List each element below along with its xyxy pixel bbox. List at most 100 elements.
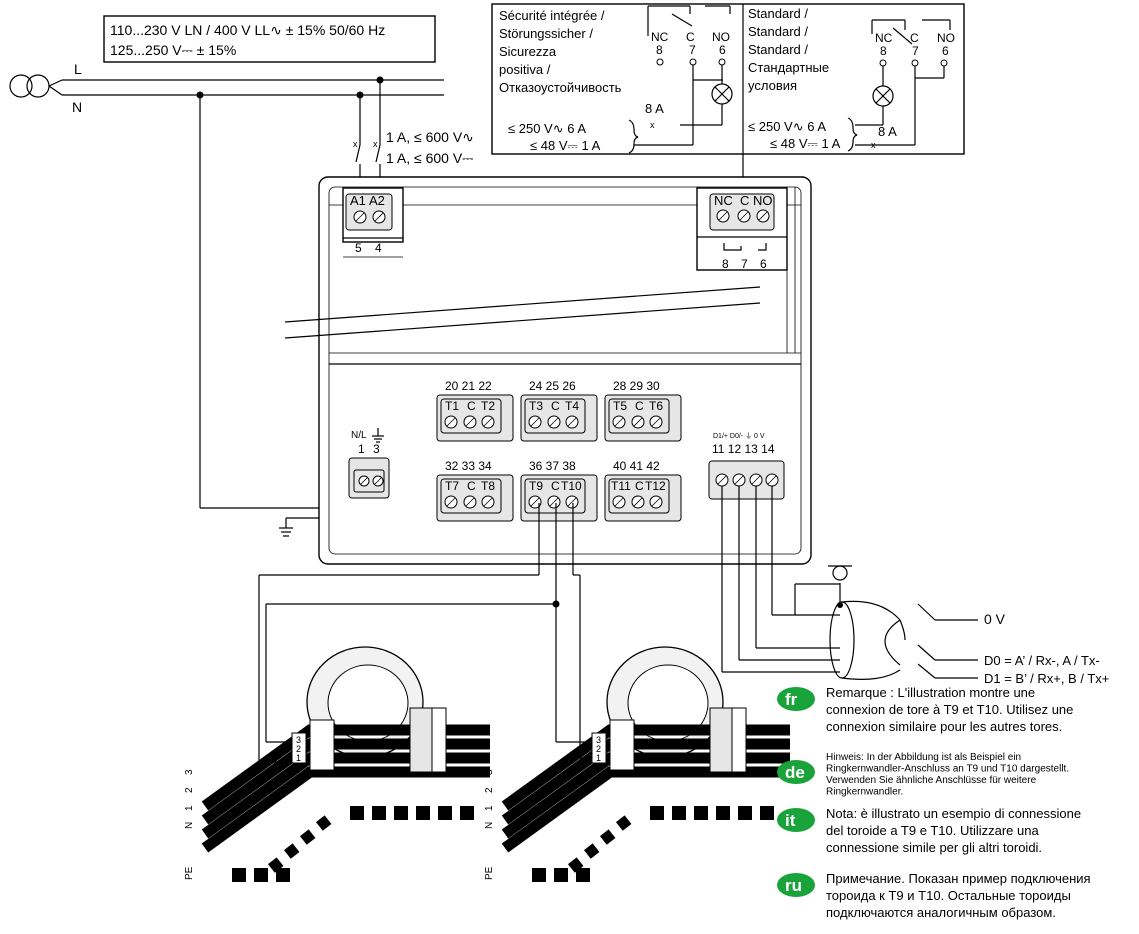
comm-header: D1/+ D0/- ⏚ 0 V	[713, 432, 765, 440]
toroid-pin: 3	[296, 735, 301, 745]
svg-text:7: 7	[741, 257, 748, 271]
block-label: C	[467, 399, 476, 413]
conductor-label: 2	[184, 787, 195, 793]
terminal-a1: A1	[350, 193, 366, 208]
earth-ground-icon	[279, 527, 293, 537]
block-label: C	[551, 479, 560, 493]
fuse-ac-rating: 1 A, ≤ 600 V∿	[386, 129, 474, 145]
failsafe-label-de: Störungssicher /	[499, 26, 593, 41]
toroid-pin: 1	[296, 753, 301, 763]
transformer-icon	[9, 74, 63, 98]
block-label: T2	[481, 399, 495, 413]
block-label: T12	[645, 479, 666, 493]
note-it: it Nota: è illustrato un esempio di conne…	[777, 806, 1081, 855]
block-numbers: 28 29 30	[613, 379, 660, 393]
toroid-pin: 2	[296, 744, 301, 754]
standard-dc: ≤ 48 V⎓ 1 A	[770, 136, 841, 151]
flag-ru-code: ru	[785, 876, 802, 895]
standard-label-ru1: Стандартные	[748, 60, 829, 75]
line-n-label: N	[72, 99, 82, 115]
block-label: T9	[529, 479, 543, 493]
conductor-label: 3	[184, 769, 195, 775]
note-line: connessione simile per gli altri toroidi…	[826, 840, 1042, 855]
svg-text:x: x	[650, 120, 655, 130]
svg-text:6: 6	[942, 44, 949, 58]
supply-spec-box: 110...230 V LN / 400 V LL∿ ± 15% 50/60 H…	[103, 15, 436, 63]
block-label: T3	[529, 399, 543, 413]
failsafe-label-fr: Sécurité intégrée /	[499, 8, 605, 23]
supply-spec-dc: 125...250 V⎓ ± 15%	[110, 42, 236, 58]
svg-text:NC: NC	[714, 193, 733, 208]
note-line: Remarque : L'illustration montre une	[826, 685, 1035, 700]
terminal-4: 4	[375, 241, 382, 255]
block-numbers: 20 21 22	[445, 379, 492, 393]
block-label: C	[551, 399, 560, 413]
svg-text:x: x	[353, 139, 358, 149]
svg-text:6: 6	[760, 257, 767, 271]
standard-ac: ≤ 250 V∿ 6 A	[748, 119, 826, 134]
svg-text:NO: NO	[753, 193, 773, 208]
note-line: Ringkernwandler.	[826, 787, 903, 798]
svg-text:6: 6	[719, 43, 726, 57]
note-line: Nota: è illustrato un esempio di conness…	[826, 806, 1081, 821]
conductor-label: N	[484, 822, 495, 829]
svg-text:3: 3	[373, 442, 380, 456]
toroid-pin: 3	[596, 735, 601, 745]
comm-terminal: D1/+ D0/- ⏚ 0 V 11 12 13 14	[708, 432, 785, 500]
note-line: connexion similaire pour les autres tore…	[826, 719, 1062, 734]
svg-text:1: 1	[358, 442, 365, 456]
svg-text:C: C	[910, 31, 919, 45]
standard-label-fr: Standard /	[748, 6, 808, 21]
comm-d1-label: D1 = B’ / Rx+, B / Tx+	[984, 671, 1109, 686]
flag-de-code: de	[785, 763, 805, 782]
svg-text:8: 8	[880, 44, 887, 58]
svg-text:7: 7	[912, 44, 919, 58]
comm-0v-label: 0 V	[984, 611, 1006, 627]
failsafe-fuse: 8 A	[645, 101, 664, 116]
relay-standard-panel: Standard / Standard / Standard / Стандар…	[748, 6, 955, 152]
note-line: connexion de tore à T9 et T10. Utilisez …	[826, 702, 1073, 717]
device-body	[318, 176, 812, 565]
conductor-label: N	[184, 822, 195, 829]
terminal-a2: A2	[369, 193, 385, 208]
block-numbers: 36 37 38	[529, 459, 576, 473]
toroid-wiring	[258, 503, 588, 763]
flag-it-code: it	[785, 811, 796, 830]
standard-fuse: 8 A	[878, 124, 897, 139]
relay-terminal: NC C NO 8 7 6	[696, 187, 788, 271]
block-label: T6	[649, 399, 663, 413]
note-line: подключаются аналогичным образом.	[826, 905, 1056, 920]
supply-spec-ac: 110...230 V LN / 400 V LL∿ ± 15% 50/60 H…	[110, 22, 385, 38]
conductor-label: 1	[184, 805, 195, 811]
toroid-pin: 2	[596, 744, 601, 754]
svg-text:NO: NO	[937, 31, 955, 45]
line-l-label: L	[74, 61, 82, 77]
block-label: C	[467, 479, 476, 493]
relay-spec-box	[491, 3, 965, 155]
failsafe-label-ru: Отказоустойчивость	[499, 80, 622, 95]
svg-text:NC: NC	[651, 30, 669, 44]
flag-it-icon	[777, 808, 815, 832]
standard-label-it: Standard /	[748, 42, 808, 57]
svg-text:7: 7	[689, 43, 696, 57]
flag-de-icon	[777, 760, 815, 784]
pe-label: PE	[184, 866, 195, 880]
block-numbers: 40 41 42	[613, 459, 660, 473]
block-numbers: 32 33 34	[445, 459, 492, 473]
failsafe-label-it1: Sicurezza	[499, 44, 557, 59]
block-label: C	[635, 479, 644, 493]
pe-label: PE	[484, 866, 495, 880]
toroid-pin: 1	[596, 753, 601, 763]
block-label: T11	[611, 479, 631, 493]
